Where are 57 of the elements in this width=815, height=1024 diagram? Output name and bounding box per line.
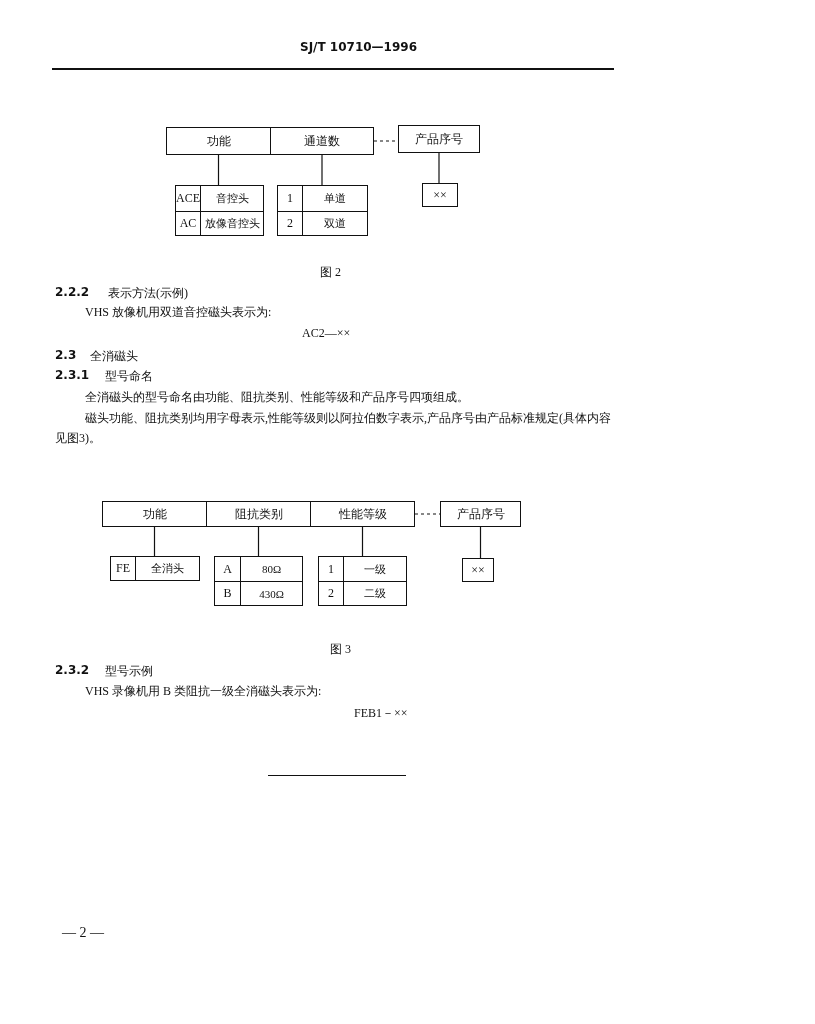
name-cell: 二级 bbox=[344, 581, 406, 605]
code-table bbox=[175, 185, 264, 236]
text-label: 图 2 bbox=[320, 264, 341, 281]
text-label: — 2 — bbox=[62, 925, 104, 941]
text-label: VHS 录像机用 B 类阻抗一级全消磁头表示为: bbox=[85, 683, 322, 700]
text-label: 型号示例 bbox=[105, 663, 153, 680]
section-number: 2.3 bbox=[55, 348, 77, 362]
code-table bbox=[318, 556, 407, 606]
code-cell: 2 bbox=[278, 210, 303, 235]
name-cell-text: 单道 bbox=[323, 190, 347, 206]
code-cell: 1 bbox=[278, 186, 303, 211]
section-number: 2.3.2 bbox=[55, 663, 90, 677]
name-cell-text: 80Ω bbox=[260, 562, 283, 577]
code-cell: ACE bbox=[176, 186, 201, 211]
text-label: VHS 放像机用双道音控磁头表示为: bbox=[85, 304, 272, 321]
connector-line bbox=[438, 152, 440, 184]
field-box: 产品序号 bbox=[440, 501, 521, 527]
name-cell: 放像音控头 bbox=[201, 210, 263, 235]
section-number: 2.2.2 bbox=[55, 285, 90, 299]
field-box: 阻抗类别 bbox=[206, 501, 311, 527]
code-table bbox=[214, 556, 303, 606]
text-label: 型号命名 bbox=[105, 368, 153, 385]
code-table bbox=[277, 185, 368, 236]
field-box: ×× bbox=[462, 558, 494, 582]
text-label: FEB1－×× bbox=[354, 705, 408, 722]
connector-line bbox=[361, 526, 364, 557]
name-cell-text: 一级 bbox=[363, 561, 387, 577]
connector-line bbox=[321, 154, 323, 186]
code-cell: 1 bbox=[319, 557, 344, 581]
field-box: 产品序号 bbox=[398, 125, 480, 153]
name-cell-text: 全消头 bbox=[150, 561, 185, 576]
text-label: AC2—×× bbox=[302, 326, 351, 341]
code-cell: AC bbox=[176, 210, 201, 235]
paragraph: 磁头功能、阻抗类别均用字母表示,性能等级则以阿拉伯数字表示,产品序号由产品标准规定(具体内容见图3)。 bbox=[55, 410, 612, 447]
text-label: 全消磁头 bbox=[90, 348, 138, 365]
connector-line bbox=[257, 526, 260, 557]
code-cell: FE bbox=[111, 557, 136, 580]
section-number: SJ/T 10710—1996 bbox=[300, 40, 417, 54]
text-label: 全消磁头的型号命名由功能、阻抗类别、性能等级和产品序号四项组成。 bbox=[85, 389, 469, 406]
text-label: 图 3 bbox=[330, 641, 351, 658]
code-table bbox=[110, 556, 200, 581]
code-cell: A bbox=[215, 557, 241, 581]
name-cell-text: 音控头 bbox=[214, 190, 250, 206]
text-label: 表示方法(示例) bbox=[108, 285, 188, 302]
code-cell: 2 bbox=[319, 581, 344, 605]
field-box: 功能 bbox=[166, 127, 271, 155]
field-box: 通道数 bbox=[270, 127, 374, 155]
connector-line bbox=[479, 526, 482, 559]
field-box: 性能等级 bbox=[310, 501, 415, 527]
section-number: 2.3.1 bbox=[55, 368, 90, 382]
name-cell: 430Ω bbox=[241, 581, 302, 605]
name-cell: 双道 bbox=[303, 210, 367, 235]
field-box: ×× bbox=[422, 183, 458, 207]
field-box: 功能 bbox=[102, 501, 207, 527]
code-cell: B bbox=[215, 581, 241, 605]
connector-line bbox=[153, 526, 156, 557]
connector-line bbox=[217, 154, 220, 186]
